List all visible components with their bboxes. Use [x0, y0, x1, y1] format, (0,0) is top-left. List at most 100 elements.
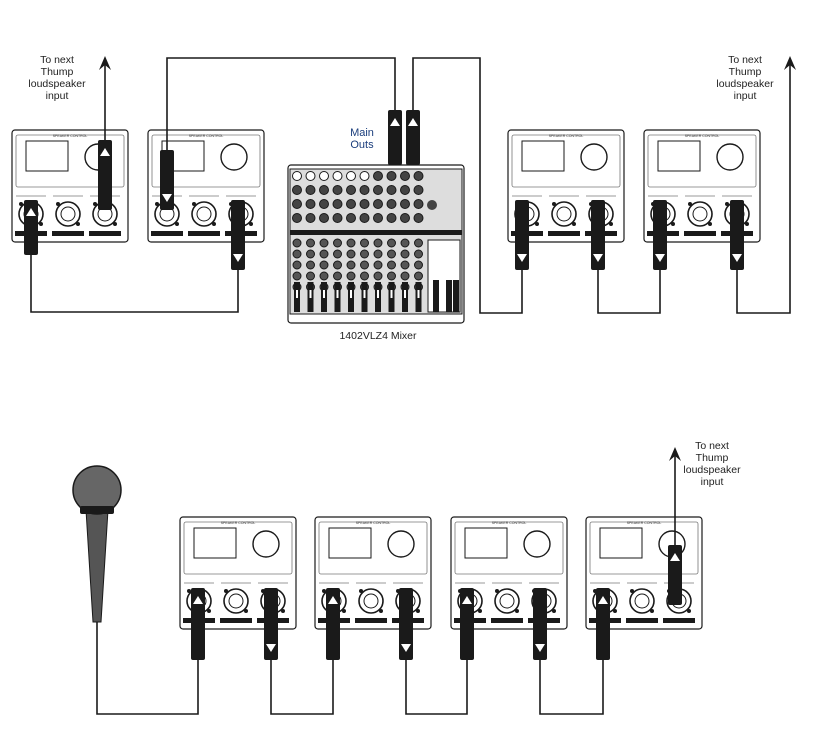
- mixer-knob: [292, 238, 302, 248]
- jack-screw: [535, 222, 539, 226]
- plug-arrow: [162, 194, 172, 202]
- mixer-knob: [414, 271, 423, 281]
- arrow-up-icon: [669, 447, 681, 461]
- jack-screw: [552, 609, 556, 613]
- jack-screw: [671, 222, 675, 226]
- master-fader: [433, 280, 439, 312]
- cable: [166, 57, 396, 150]
- xlr-plug: [533, 588, 547, 660]
- mixer-knob: [306, 260, 315, 270]
- mixer-knob: [346, 249, 356, 259]
- mixer-knob: [305, 185, 316, 195]
- mixer-knob: [400, 271, 410, 281]
- control-section: [511, 134, 621, 188]
- plug-arrow: [100, 148, 110, 156]
- plug-body: [591, 200, 605, 270]
- label-mixer: 1402VLZ4 Mixer: [339, 330, 417, 342]
- jack-screw: [322, 589, 326, 593]
- xlr-plug: [668, 545, 682, 605]
- display-screen: [521, 140, 565, 172]
- plug-arrow: [328, 596, 338, 604]
- xlr-plug: [191, 588, 205, 660]
- jack-screw: [56, 202, 60, 206]
- speaker-control-title: SPEAKER CONTROL: [627, 521, 662, 525]
- control-section: [183, 521, 293, 575]
- fader-cap: [309, 290, 312, 298]
- jack-label-bar: [355, 618, 387, 623]
- mixer-knob: [333, 238, 342, 248]
- fader-cap: [336, 290, 339, 298]
- plug-body: [326, 588, 340, 660]
- jack-screw: [76, 222, 80, 226]
- jack-screw: [187, 589, 191, 593]
- control-section: [15, 134, 125, 188]
- jack-screw: [708, 222, 712, 226]
- fader-cap: [377, 290, 379, 298]
- control-section: [318, 521, 428, 575]
- mixer-knob: [306, 271, 315, 281]
- jack-screw: [281, 609, 285, 613]
- master-fader: [453, 280, 459, 312]
- jack-screw: [688, 202, 692, 206]
- jack-screw: [609, 222, 613, 226]
- xlr-plug: [730, 200, 744, 270]
- jack-screw: [552, 202, 556, 206]
- mixer-knob: [306, 249, 315, 259]
- mixer-knob: [346, 171, 356, 181]
- knob: [716, 143, 744, 171]
- mixer-knob: [373, 213, 383, 223]
- plug-arrow: [732, 254, 742, 262]
- display-screen: [328, 527, 372, 559]
- jack-center: [499, 593, 515, 609]
- jack-screw: [113, 222, 117, 226]
- mixer-knob: [305, 199, 316, 209]
- jack-center: [60, 206, 76, 222]
- mixer-knob: [292, 171, 302, 181]
- arrow-up-icon: [99, 56, 111, 70]
- xlr-plug: [515, 200, 529, 270]
- plug-body: [231, 200, 245, 270]
- mixer-knob: [346, 199, 356, 209]
- jack-screw: [249, 222, 253, 226]
- mixer-knob: [292, 185, 302, 195]
- mixer-knob: [400, 213, 410, 223]
- speaker-control-title: SPEAKER CONTROL: [549, 134, 584, 138]
- speaker-control-title: SPEAKER CONTROL: [53, 134, 88, 138]
- jack-screw: [224, 589, 228, 593]
- plug-body: [730, 200, 744, 270]
- jack-screw: [39, 222, 43, 226]
- cable: [405, 660, 468, 715]
- jack-screw: [192, 202, 196, 206]
- mixer-knob: [292, 249, 302, 259]
- display-screen: [25, 140, 69, 172]
- plug-body: [399, 588, 413, 660]
- label-next-top-left: To next Thump loudspeaker input: [28, 54, 86, 102]
- mixer-knob: [386, 213, 397, 223]
- xlr-plug: [231, 200, 245, 270]
- mixer-knob: [360, 271, 369, 281]
- control-section: [589, 521, 699, 575]
- plug-arrow: [401, 644, 411, 652]
- mixer-knob: [305, 171, 316, 181]
- mixer-knob: [332, 185, 343, 195]
- mixer-knob: [386, 185, 397, 195]
- mixer-1402vlz4: [287, 164, 465, 324]
- control-section: [647, 134, 757, 188]
- xlr-plug: [264, 588, 278, 660]
- mixer-knob: [400, 260, 410, 270]
- mixer-knob: [332, 171, 343, 181]
- mixer-knob: [400, 199, 410, 209]
- mixer-knob: [319, 238, 329, 248]
- jack-screw: [725, 202, 729, 206]
- xlr-plug: [460, 588, 474, 660]
- jack-screw: [244, 609, 248, 613]
- mixer-knob: [400, 249, 410, 259]
- plug-body: [98, 140, 112, 210]
- cable: [270, 660, 334, 715]
- mixer-knob: [373, 171, 383, 181]
- mixer-knob: [414, 260, 423, 270]
- fader-cap: [417, 290, 420, 298]
- cable: [96, 622, 199, 715]
